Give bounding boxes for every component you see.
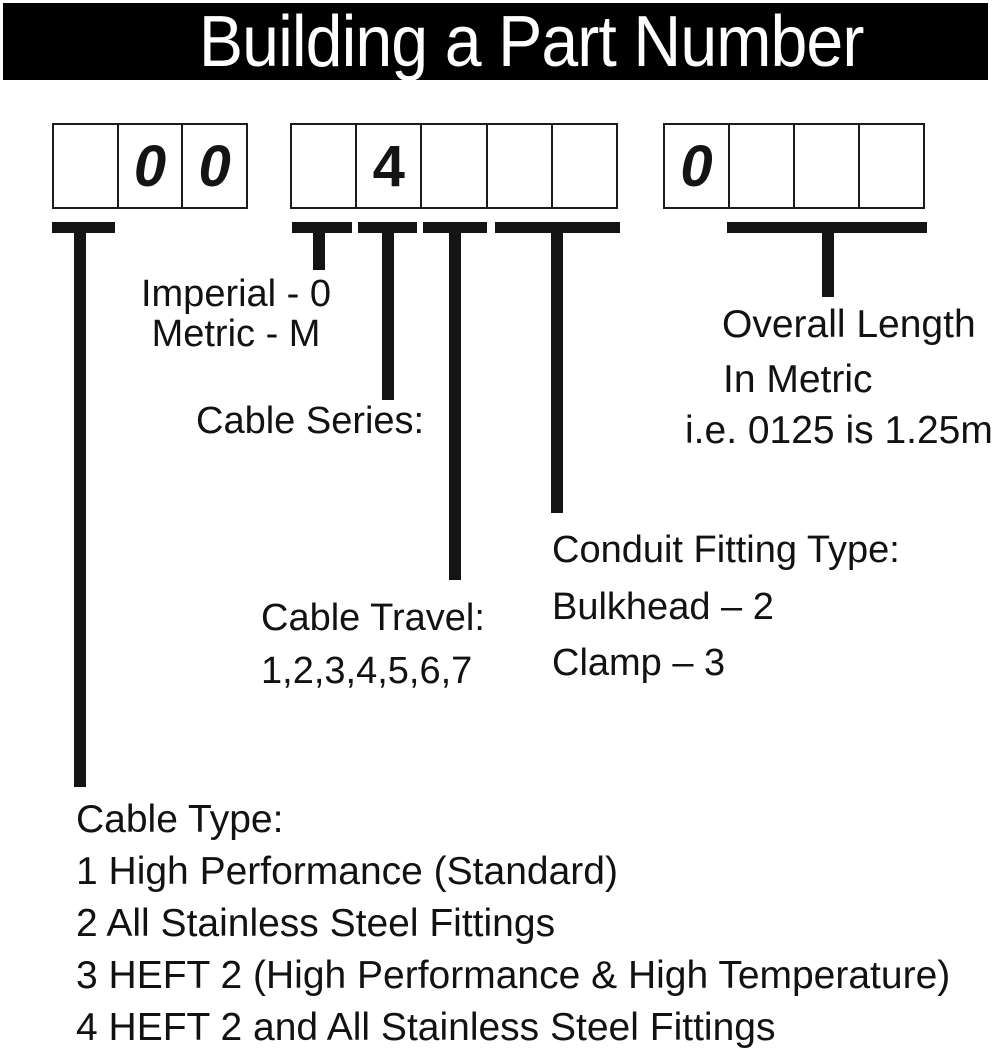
connector-line-cable-travel <box>449 222 461 580</box>
part-cell: 0 <box>116 123 184 209</box>
connector-line-unit <box>313 222 325 270</box>
part-cell: 0 <box>663 123 730 209</box>
title-banner: Building a Part Number <box>3 3 988 80</box>
part-cell <box>290 123 358 209</box>
part-cell: 0 <box>181 123 249 209</box>
label-metric: Metric - M <box>151 313 321 355</box>
label-imperial: Imperial - 0 <box>140 273 332 315</box>
label-conduit-title: Conduit Fitting Type: <box>552 529 900 571</box>
label-cable-type: Cable Type: 1 High Performance (Standard… <box>76 794 950 1053</box>
part-cell <box>420 123 488 209</box>
cable-type-item: 4 HEFT 2 and All Stainless Steel Fitting… <box>76 1006 776 1049</box>
label-conduit-fitting: Conduit Fitting Type: Bulkhead – 2 Clamp… <box>552 522 900 692</box>
label-cable-series: Cable Series: <box>196 400 425 442</box>
cable-type-item: 1 High Performance (Standard) <box>76 850 618 893</box>
label-cable-travel-values: 1,2,3,4,5,6,7 <box>261 650 473 692</box>
part-cell <box>858 123 925 209</box>
connector-line-cable-series <box>382 222 394 400</box>
part-cell <box>550 123 619 209</box>
connector-line-conduit <box>551 222 563 513</box>
label-overall-length-3: i.e. 0125 is 1.25m <box>685 409 993 452</box>
label-conduit-clamp: Clamp – 3 <box>552 642 726 684</box>
connector-line-overall-length <box>822 222 834 297</box>
part-cell <box>485 123 553 209</box>
cable-type-item: 3 HEFT 2 (High Performance & High Temper… <box>76 954 951 997</box>
part-number-group-prefix: 0 0 <box>52 123 249 209</box>
label-cable-type-heading: Cable Type: <box>76 798 284 841</box>
part-cell <box>793 123 860 209</box>
part-cell <box>728 123 795 209</box>
part-cell <box>52 123 119 209</box>
cable-type-item: 2 All Stainless Steel Fittings <box>76 902 556 945</box>
page-title: Building a Part Number <box>199 1 865 82</box>
label-cable-travel-title: Cable Travel: <box>261 597 485 639</box>
part-cell: 4 <box>355 123 423 209</box>
label-overall-length-1: Overall Length <box>722 303 976 346</box>
label-unit-system: Imperial - 0 Metric - M <box>115 274 357 354</box>
connector-line-cable-type <box>74 222 86 787</box>
part-number-group-length: 0 <box>663 123 925 209</box>
label-overall-length-2: In Metric <box>723 358 873 401</box>
label-cable-travel: Cable Travel: 1,2,3,4,5,6,7 <box>261 592 485 698</box>
part-number-group-middle: 4 <box>290 123 619 209</box>
label-conduit-bulkhead: Bulkhead – 2 <box>552 585 774 628</box>
